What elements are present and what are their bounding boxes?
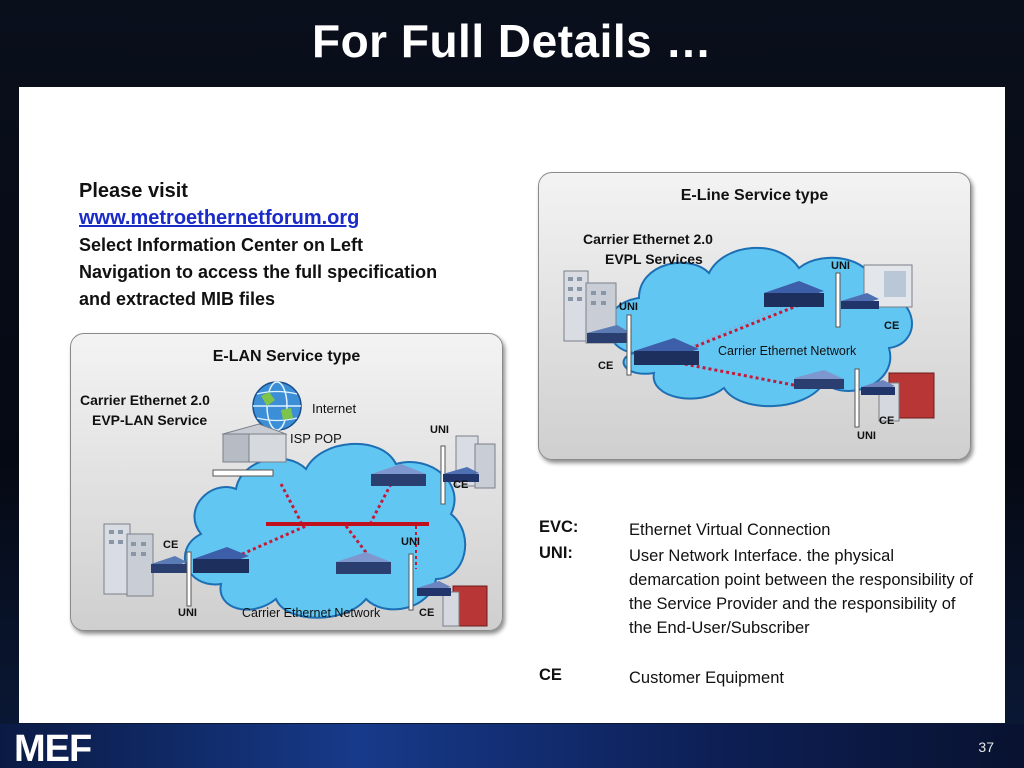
eline-switch-top-icon [764, 281, 824, 307]
visit-line-4: Navigation to access the full specificat… [79, 262, 438, 282]
elan-switch-bottom-icon [336, 552, 391, 574]
isp-pop-label: ISP POP [290, 431, 342, 446]
mef-website-link[interactable]: www.metroethernetforum.org [79, 207, 360, 229]
elan-uni-left-bar [186, 551, 192, 607]
elan-diagram [103, 381, 496, 627]
glossary-definition: User Network Interface. the physical dem… [629, 547, 973, 637]
eline-ce-bottom-right-label: CE [879, 415, 895, 427]
elan-building-left-icon [103, 523, 154, 597]
eline-ce-left-label: CE [598, 360, 614, 372]
elan-ce-bottom-right-label: CE [419, 607, 435, 619]
eline-uni-left-label: UNI [619, 301, 638, 313]
elan-network-label: Carrier Ethernet Network [242, 606, 381, 620]
page-number: 37 [978, 739, 994, 755]
footer-band [0, 724, 1024, 768]
eline-panel: E-Line Service type [538, 172, 971, 460]
eline-service-line1: Carrier Ethernet 2.0 [583, 231, 713, 247]
glossary-term: EVC: [539, 518, 579, 536]
mef-logo: MEF [14, 728, 92, 768]
elan-cloud-icon [183, 443, 467, 619]
elan-panel-title: E-LAN Service type [212, 348, 361, 365]
elan-building-top-right-icon [443, 435, 496, 489]
visit-line-3: Select Information Center on Left [79, 235, 364, 255]
visit-heading: Please visit [79, 180, 188, 202]
elan-ce-top-right-label: CE [453, 479, 469, 491]
eline-building-top-right-icon [841, 264, 913, 309]
eline-uni-bottom-bar [854, 368, 860, 428]
internet-label: Internet [312, 401, 357, 416]
glossary-term: CE [539, 666, 562, 684]
eline-panel-title: E-Line Service type [680, 187, 829, 204]
slide-title: For Full Details … [311, 15, 713, 67]
elan-switch-left-icon [193, 547, 249, 573]
eline-diagram [563, 247, 935, 428]
eline-ce-top-right-label: CE [884, 320, 900, 332]
eline-switch-bottom-icon [794, 370, 844, 389]
glossary-definition: Ethernet Virtual Connection [629, 521, 831, 539]
eline-uni-top-label: UNI [831, 260, 850, 272]
eline-uni-bottom-label: UNI [857, 430, 876, 442]
eline-switch-left-icon [634, 338, 699, 365]
mef-logo-text: MEF [14, 728, 91, 768]
elan-service-line1: Carrier Ethernet 2.0 [80, 392, 210, 408]
elan-ce-left-label: CE [163, 539, 179, 551]
eline-ce-left-icon [587, 325, 631, 343]
glossary-definition: Customer Equipment [629, 669, 784, 687]
elan-switch-top-icon [371, 464, 426, 486]
elan-panel: E-LAN Service type [70, 333, 503, 631]
eline-building-bottom-right-icon [861, 372, 935, 422]
internet-globe-icon [252, 381, 302, 431]
elan-evc-links [230, 483, 417, 569]
eline-service-line2: EVPL Services [605, 251, 703, 267]
elan-service-line2: EVP-LAN Service [92, 412, 208, 428]
elan-uni-bottom-label: UNI [401, 536, 420, 548]
elan-uni-bottom-bar [408, 553, 414, 611]
eline-uni-left-bar [626, 314, 632, 376]
elan-uni-left-label: UNI [178, 607, 197, 619]
isp-pop-building-icon [212, 423, 288, 477]
elan-uni-top-label: UNI [430, 424, 449, 436]
glossary-term: UNI: [539, 544, 573, 562]
elan-building-bottom-right-icon [417, 581, 488, 627]
elan-ce-left-icon [151, 556, 187, 573]
eline-network-label: Carrier Ethernet Network [718, 344, 857, 358]
eline-evc-links [678, 298, 810, 390]
visit-line-5: and extracted MIB files [79, 289, 276, 309]
eline-uni-top-bar [835, 272, 841, 328]
visit-instructions: Please visit www.metroethernetforum.org … [79, 178, 499, 313]
